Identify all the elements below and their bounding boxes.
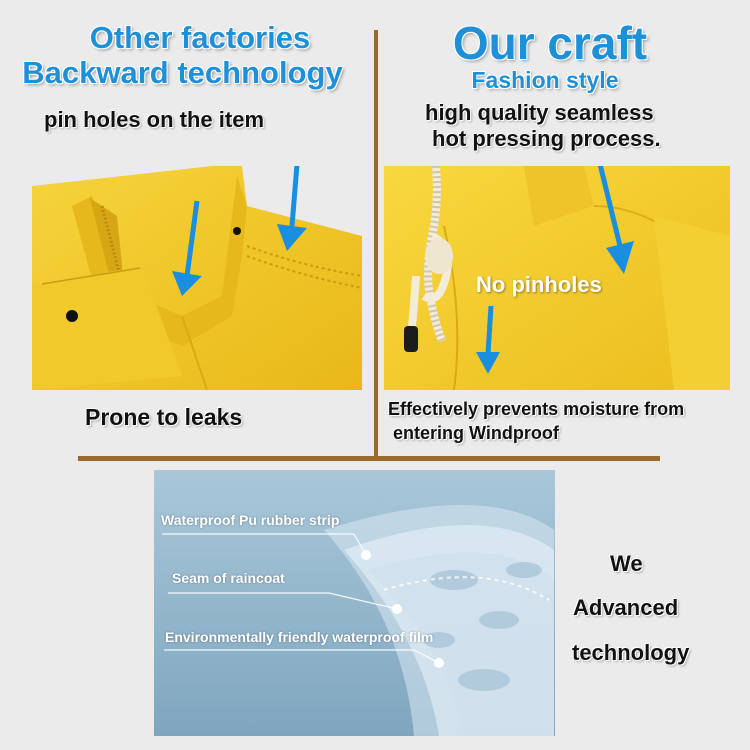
left-caption-top: pin holes on the item [44, 107, 265, 132]
right-subtitle: Fashion style [471, 67, 619, 93]
waterproof-layer-diagram [154, 470, 555, 736]
right-caption-bottom-line1: Effectively prevents moisture from [388, 399, 685, 419]
vertical-divider [374, 30, 378, 460]
label-waterproof-film: Environmentally friendly waterproof film [165, 629, 434, 645]
left-title-line2: Backward technology [22, 55, 343, 90]
right-jacket-photo [384, 166, 730, 390]
right-title: Our craft [452, 17, 648, 69]
no-pinholes-label: No pinholes [476, 272, 602, 297]
side-text-line1: We [610, 551, 643, 576]
label-raincoat-seam: Seam of raincoat [172, 570, 285, 586]
right-caption-top-line2: hot pressing process. [432, 126, 661, 151]
right-caption-bottom-line2: entering Windproof [393, 423, 559, 443]
right-caption-top-line1: high quality seamless [425, 100, 654, 125]
side-text-line3: technology [572, 640, 690, 665]
side-text-line2: Advanced [573, 595, 679, 620]
horizontal-divider [78, 456, 660, 461]
left-jacket-photo [32, 166, 362, 390]
label-pu-rubber-strip: Waterproof Pu rubber strip [161, 512, 340, 528]
left-caption-bottom: Prone to leaks [85, 404, 243, 430]
left-title-line1: Other factories [89, 20, 311, 55]
